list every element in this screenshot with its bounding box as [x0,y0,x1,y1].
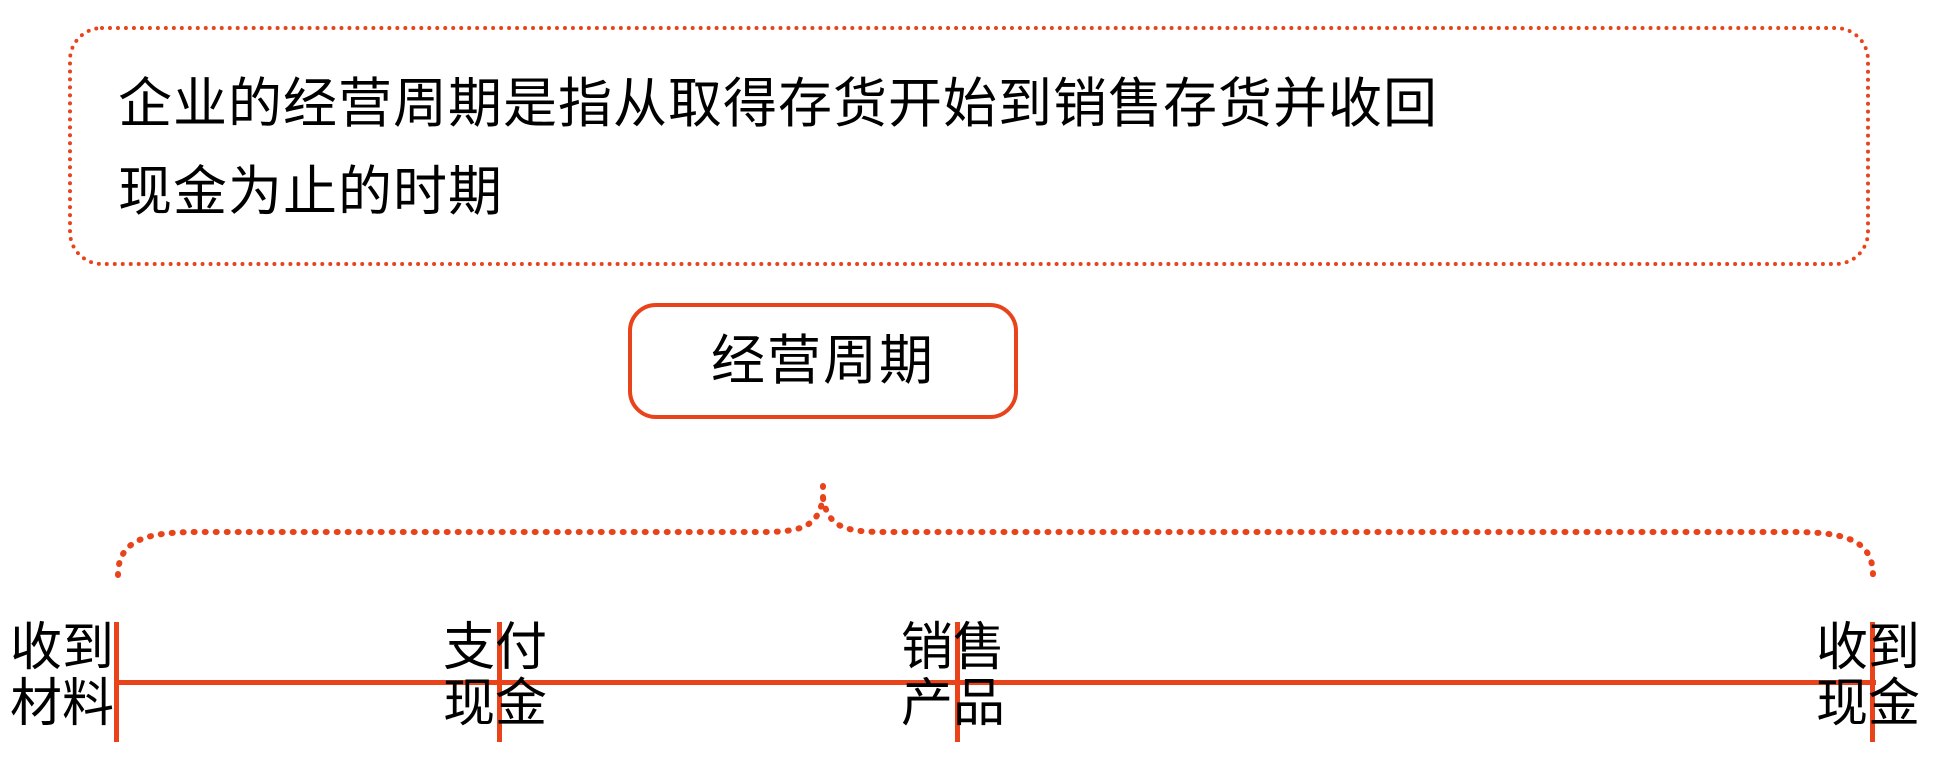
timeline-tick-receive-cash [1870,622,1875,742]
definition-line-1: 企业的经营周期是指从取得存货开始到销售存货并收回 [118,72,1438,135]
operating-cycle-brace [115,475,1876,578]
operating-cycle-label: 经营周期 [711,329,935,392]
definition-callout-box: 企业的经营周期是指从取得存货开始到销售存货并收回 现金为止的时期 [68,26,1870,266]
timeline-label-pay-cash: 支付 现金 [443,620,547,732]
definition-text: 企业的经营周期是指从取得存货开始到销售存货并收回 现金为止的时期 [118,60,1818,236]
timeline-tick-pay-cash [497,622,502,742]
operating-cycle-timeline: 收到 材料 支付 现金 销售 产品 收到 现金 [0,560,1939,777]
timeline-axis-line [114,680,1876,685]
timeline-label-bottom: 产品 [901,674,1006,734]
operating-cycle-label-box: 经营周期 [628,303,1018,419]
timeline-label-top: 收到 [9,618,114,678]
timeline-label-sell-products: 销售 产品 [901,620,1005,732]
timeline-label-top: 收到 [1816,618,1921,678]
timeline-label-bottom: 材料 [9,674,114,734]
timeline-label-top: 支付 [443,618,548,678]
timeline-label-top: 销售 [901,618,1006,678]
timeline-tick-receive-materials [114,622,119,742]
timeline-label-bottom: 现金 [1816,674,1921,734]
timeline-label-receive-cash: 收到 现金 [1816,620,1920,732]
timeline-label-receive-materials: 收到 材料 [6,620,114,732]
brace-right-half [820,495,1876,578]
definition-line-2: 现金为止的时期 [118,160,503,223]
timeline-label-bottom: 现金 [443,674,548,734]
timeline-tick-sell-products [955,622,960,742]
